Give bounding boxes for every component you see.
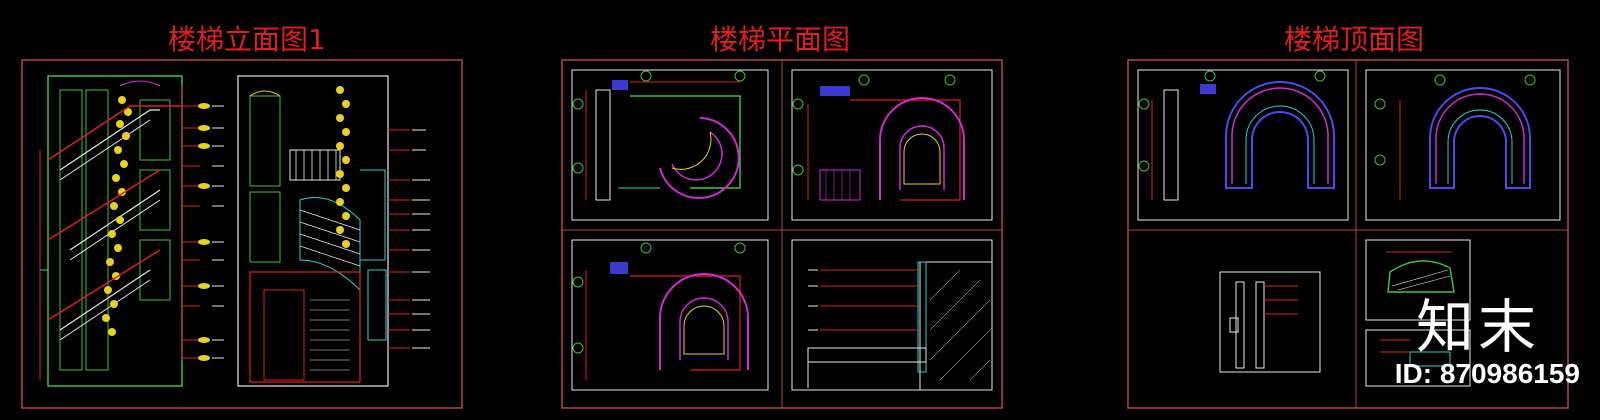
brand-watermark: 知末 bbox=[1415, 293, 1540, 361]
ceiling-frame bbox=[1127, 59, 1569, 409]
ceiling-view-1 bbox=[1137, 69, 1349, 221]
plan-title: 楼梯平面图 bbox=[710, 23, 851, 56]
plan-panel bbox=[561, 59, 1003, 409]
elevation-title: 楼梯立面图1 bbox=[168, 23, 326, 56]
plan-view-3 bbox=[571, 239, 769, 391]
elevation-frame bbox=[21, 59, 463, 409]
elevation-panel bbox=[21, 59, 463, 409]
plan-section-detail bbox=[791, 239, 993, 391]
ceiling-detail-2 bbox=[1365, 239, 1471, 387]
elevation-drawing-right bbox=[237, 75, 430, 387]
plan-view-2 bbox=[791, 69, 993, 221]
ceiling-panel bbox=[1127, 59, 1569, 409]
plan-view-1 bbox=[571, 69, 769, 221]
ceiling-view-2 bbox=[1365, 69, 1561, 221]
ceiling-detail-1 bbox=[1219, 271, 1321, 373]
ceiling-title: 楼梯顶面图 bbox=[1284, 23, 1425, 56]
id-watermark: ID: 870986159 bbox=[1394, 358, 1580, 389]
elevation-drawing-left bbox=[39, 75, 224, 387]
